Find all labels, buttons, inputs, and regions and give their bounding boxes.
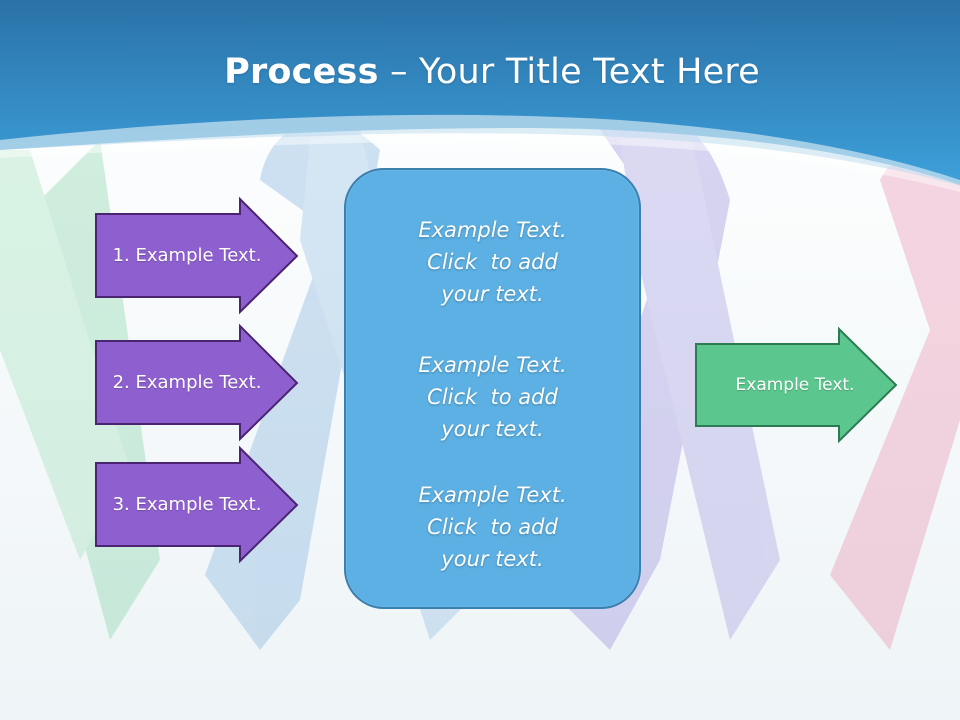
center-line: Example Text. (418, 218, 567, 242)
center-line: Example Text. (418, 353, 567, 377)
center-text-box[interactable]: Example Text. Click to add your text. Ex… (344, 168, 641, 609)
center-paragraph-2: Example Text. Click to add your text. (346, 349, 639, 445)
title-rest: – Your Title Text Here (378, 52, 760, 92)
center-paragraph-1: Example Text. Click to add your text. (346, 214, 639, 310)
title-bold: Process (224, 52, 379, 92)
slide-title[interactable]: Process – Your Title Text Here (0, 52, 960, 92)
center-line: Click to add (427, 515, 558, 539)
pink-ribbon (830, 150, 960, 650)
center-line: Click to add (427, 385, 558, 409)
center-line: your text. (441, 547, 544, 571)
center-paragraph-3: Example Text. Click to add your text. (346, 479, 639, 575)
arrow-2-shape (95, 323, 299, 442)
arrow-1-label[interactable]: 1. Example Text. (112, 245, 262, 266)
right-arrow-label[interactable]: Example Text. (735, 375, 855, 395)
arrow-3-label[interactable]: 3. Example Text. (112, 494, 262, 515)
center-line: your text. (441, 417, 544, 441)
arrow-1-shape (95, 196, 299, 315)
center-line: your text. (441, 282, 544, 306)
arrow-3-shape (95, 445, 299, 564)
right-arrow-shape (695, 326, 898, 444)
center-line: Click to add (427, 250, 558, 274)
center-line: Example Text. (418, 483, 567, 507)
arrow-2-label[interactable]: 2. Example Text. (112, 372, 262, 393)
